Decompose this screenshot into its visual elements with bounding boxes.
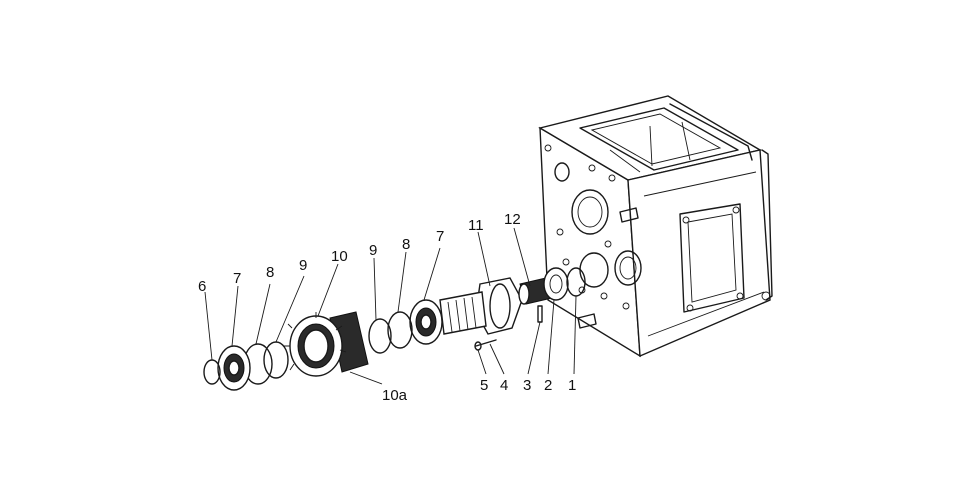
callout-9: 9 <box>299 257 308 274</box>
leader-lines <box>204 227 577 385</box>
callout-12: 12 <box>504 211 521 228</box>
left-bearing-group <box>203 341 289 391</box>
callout-7: 7 <box>233 270 242 287</box>
callout-2: 2 <box>544 377 553 394</box>
right-bearing-group <box>368 299 443 354</box>
gearbox-housing <box>538 95 773 358</box>
ring-gear <box>284 311 369 377</box>
callout-4: 4 <box>500 377 509 394</box>
shaft-assembly <box>439 267 586 351</box>
callout-6: 6 <box>198 278 207 295</box>
callout-3: 3 <box>523 377 532 394</box>
callout-7-right: 7 <box>436 228 445 245</box>
callout-8: 8 <box>266 264 275 281</box>
callout-8-right: 8 <box>402 236 411 253</box>
callout-9-right: 9 <box>369 242 378 259</box>
callout-10a: 10a <box>382 387 408 404</box>
callout-11: 11 <box>468 217 484 234</box>
callout-10: 10 <box>331 248 348 265</box>
callout-1: 1 <box>568 377 577 394</box>
callout-5: 5 <box>480 377 489 394</box>
